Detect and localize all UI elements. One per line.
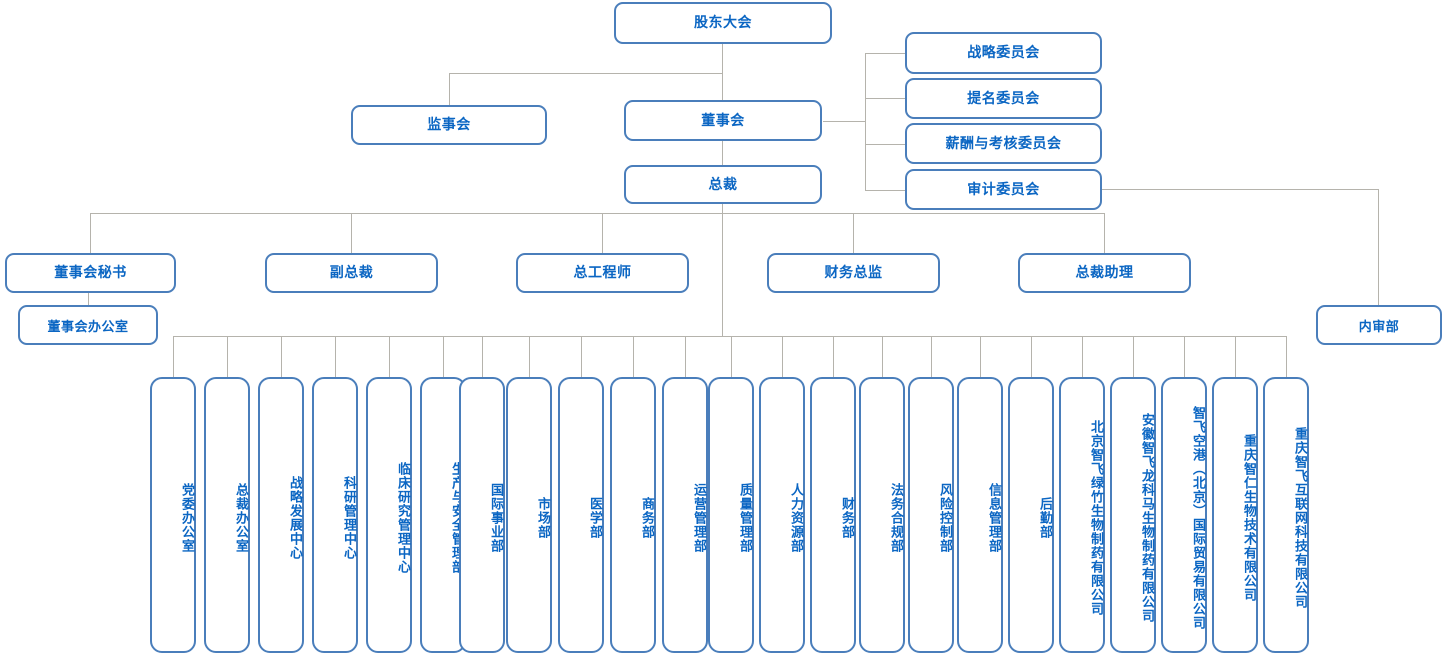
connector-shareholders-to-supervisors-h [449,73,723,74]
connector-department-bus [173,336,1287,337]
connector-department-drop [389,336,390,377]
node-committee-nomination[interactable]: 提名委员会 [905,78,1102,119]
connector-department-drop [529,336,530,377]
node-department-marketing[interactable]: 市场部 [506,377,552,653]
node-department-research-management-center[interactable]: 科研管理中心 [312,377,358,653]
connector-exec-4 [853,213,854,253]
connector-supervisors-drop [449,73,450,105]
node-subsidiary-beijing-lvzhu[interactable]: 北京智飞绿竹生物制药有限公司 [1059,377,1105,653]
node-board-secretary[interactable]: 董事会秘书 [5,253,176,293]
connector-secretary-to-office [88,293,89,305]
connector-exec-1 [90,213,91,253]
connector-department-drop [1286,336,1287,377]
node-committee-compensation[interactable]: 薪酬与考核委员会 [905,123,1102,164]
node-department-party-committee-office[interactable]: 党委办公室 [150,377,196,653]
node-department-information-management[interactable]: 信息管理部 [957,377,1003,653]
node-shareholders-meeting[interactable]: 股东大会 [614,2,832,44]
connector-department-drop [482,336,483,377]
connector-exec-5 [1104,213,1105,253]
node-board-of-supervisors[interactable]: 监事会 [351,105,547,145]
connector-board-to-president [722,140,723,165]
node-department-president-office[interactable]: 总裁办公室 [204,377,250,653]
connector-committee-bus [865,53,866,190]
connector-department-drop [980,336,981,377]
node-president[interactable]: 总裁 [624,165,822,204]
node-department-strategy-development-center[interactable]: 战略发展中心 [258,377,304,653]
node-internal-audit[interactable]: 内审部 [1316,305,1442,345]
node-board-office[interactable]: 董事会办公室 [18,305,158,345]
connector-president-drop [722,203,723,214]
connector-department-drop [173,336,174,377]
node-chief-engineer[interactable]: 总工程师 [516,253,689,293]
node-department-business-affairs[interactable]: 商务部 [610,377,656,653]
connector-department-drop [1031,336,1032,377]
node-department-risk-control[interactable]: 风险控制部 [908,377,954,653]
connector-department-drop [1184,336,1185,377]
connector-department-drop [581,336,582,377]
node-department-international-business[interactable]: 国际事业部 [459,377,505,653]
connector-department-drop [335,336,336,377]
node-committee-strategy[interactable]: 战略委员会 [905,32,1102,74]
connector-department-drop [1235,336,1236,377]
connector-audit-to-internal-audit-h [1102,189,1378,190]
connector-department-drop [685,336,686,377]
connector-department-drop [1082,336,1083,377]
node-department-quality-management[interactable]: 质量管理部 [708,377,754,653]
connector-committee-2 [865,98,905,99]
node-vice-president[interactable]: 副总裁 [265,253,438,293]
node-department-clinical-research-management-center[interactable]: 临床研究管理中心 [366,377,412,653]
node-department-legal-compliance[interactable]: 法务合规部 [859,377,905,653]
connector-committee-4 [865,190,905,191]
connector-department-drop [281,336,282,377]
node-subsidiary-chongqing-zhiren[interactable]: 重庆智仁生物技术有限公司 [1212,377,1258,653]
connector-department-drop [227,336,228,377]
node-department-human-resources[interactable]: 人力资源部 [759,377,805,653]
connector-committee-1 [865,53,905,54]
connector-department-drop [443,336,444,377]
node-subsidiary-anhui-longcoma[interactable]: 安徽智飞龙科马生物制药有限公司 [1110,377,1156,653]
connector-department-drop [931,336,932,377]
connector-board-to-committee-bus [823,121,865,122]
node-subsidiary-chongqing-internet[interactable]: 重庆智飞互联网科技有限公司 [1263,377,1309,653]
connector-executive-bus [90,213,1105,214]
node-president-assistant[interactable]: 总裁助理 [1018,253,1191,293]
node-department-operations-management[interactable]: 运营管理部 [662,377,708,653]
node-committee-audit[interactable]: 审计委员会 [905,169,1102,210]
connector-exec-2 [351,213,352,253]
connector-committee-3 [865,144,905,145]
connector-department-drop [731,336,732,377]
node-department-medical[interactable]: 医学部 [558,377,604,653]
connector-exec-3 [602,213,603,253]
node-cfo[interactable]: 财务总监 [767,253,940,293]
connector-audit-to-internal-audit-v [1378,189,1379,305]
node-department-finance[interactable]: 财务部 [810,377,856,653]
connector-department-drop [1133,336,1134,377]
node-board-of-directors[interactable]: 董事会 [624,100,822,141]
node-subsidiary-zhifei-konggang[interactable]: 智飞空港（北京）国际贸易有限公司 [1161,377,1207,653]
connector-department-drop [833,336,834,377]
connector-president-to-departments [722,213,723,336]
connector-department-drop [882,336,883,377]
node-department-logistics[interactable]: 后勤部 [1008,377,1054,653]
connector-department-drop [782,336,783,377]
connector-department-drop [633,336,634,377]
